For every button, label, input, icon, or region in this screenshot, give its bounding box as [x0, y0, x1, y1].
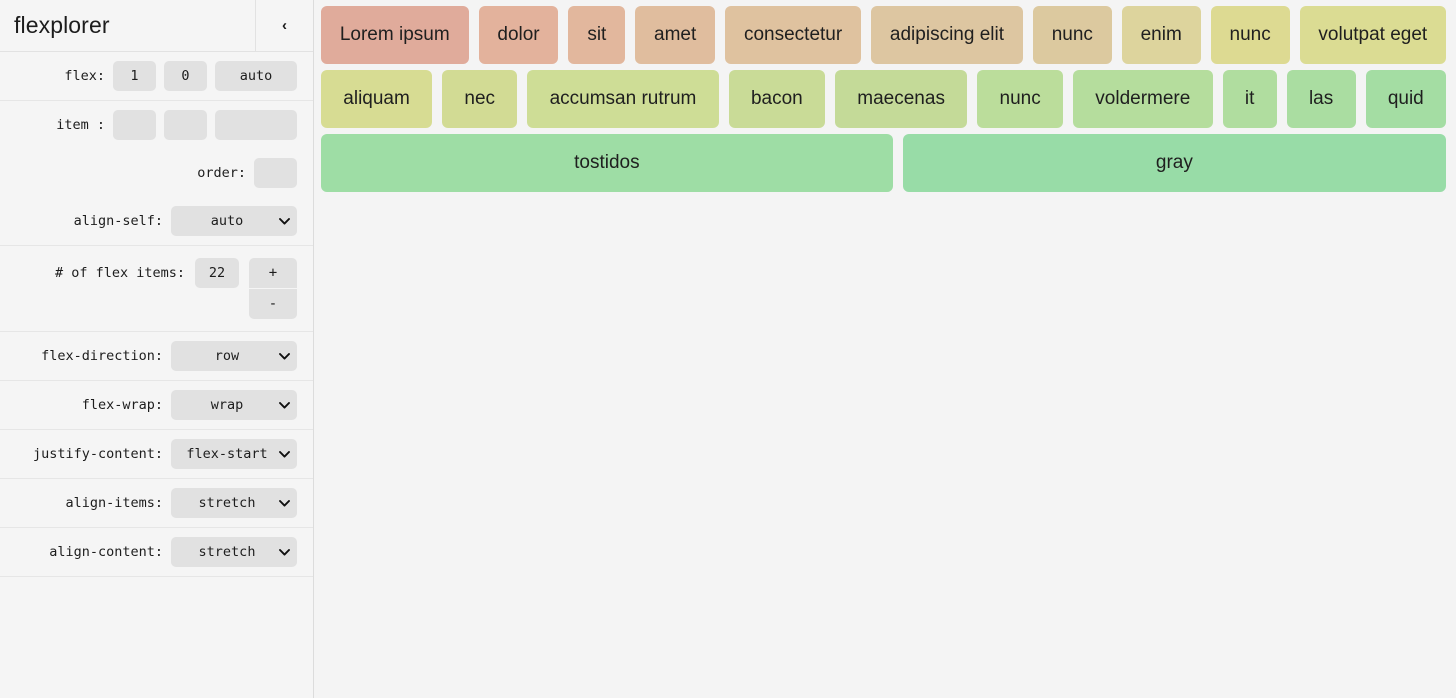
order-label: order: [197, 165, 246, 181]
sidebar-collapse-button[interactable]: ‹ [255, 0, 313, 52]
flex-item[interactable]: volutpat eget [1299, 6, 1447, 64]
flex-wrap-select-wrap: wrap [171, 390, 297, 420]
flex-direction-label: flex-direction: [41, 348, 163, 364]
flex-item[interactable]: enim [1121, 6, 1201, 64]
flex-item[interactable]: tostidos [321, 134, 893, 192]
justify-content-select-wrap: flex-start [171, 439, 297, 469]
flex-shrink-input[interactable] [164, 61, 207, 91]
flex-item[interactable]: dolor [478, 6, 559, 64]
section-flex-wrap: flex-wrap: wrap [0, 381, 313, 430]
flex-item-count-row: # of flex items: + - [0, 246, 313, 331]
increment-button[interactable]: + [249, 258, 297, 288]
justify-content-label: justify-content: [32, 446, 163, 462]
align-items-select[interactable]: stretch [171, 488, 297, 518]
align-self-select-wrap: auto [171, 206, 297, 236]
section-item-count: # of flex items: + - [0, 246, 313, 332]
flex-item[interactable]: bacon [728, 70, 825, 128]
align-self-row: align-self: auto [0, 197, 313, 245]
item-row: item : [0, 101, 313, 149]
sidebar-header: flexplorer ‹ [0, 0, 313, 52]
flex-grow-input[interactable] [113, 61, 156, 91]
flex-direction-select[interactable]: row [171, 341, 297, 371]
flex-wrap-row: flex-wrap: wrap [0, 381, 313, 429]
flex-item[interactable]: Lorem ipsum [321, 6, 469, 64]
flex-item[interactable]: adipiscing elit [871, 6, 1023, 64]
flex-direction-row: flex-direction: row [0, 332, 313, 380]
section-justify-content: justify-content: flex-start [0, 430, 313, 479]
item-field-1[interactable] [113, 110, 156, 140]
align-content-label: align-content: [49, 544, 163, 560]
flex-item-count-stepper: + - [249, 258, 297, 319]
flex-wrap-label: flex-wrap: [81, 397, 163, 413]
section-align-content: align-content: stretch [0, 528, 313, 577]
align-self-select[interactable]: auto [171, 206, 297, 236]
flex-item[interactable]: amet [635, 6, 716, 64]
flex-item[interactable]: sit [568, 6, 626, 64]
item-label: item : [56, 117, 105, 133]
align-self-label: align-self: [73, 213, 163, 229]
flex-item[interactable]: it [1222, 70, 1277, 128]
flex-item[interactable]: nunc [1210, 6, 1290, 64]
section-flex-direction: flex-direction: row [0, 332, 313, 381]
flex-item[interactable]: accumsan rutrum [527, 70, 719, 128]
justify-content-select[interactable]: flex-start [171, 439, 297, 469]
flex-direction-select-wrap: row [171, 341, 297, 371]
flex-item[interactable]: las [1286, 70, 1356, 128]
decrement-button[interactable]: - [249, 289, 297, 319]
flex-item[interactable]: gray [902, 134, 1447, 192]
flex-item-count-label: # of flex items: [54, 265, 185, 281]
flex-item[interactable]: aliquam [321, 70, 433, 128]
flex-basis-input[interactable] [215, 61, 297, 91]
align-items-label: align-items: [65, 495, 163, 511]
flex-item-count-input[interactable] [195, 258, 239, 288]
flex-item[interactable]: nec [442, 70, 518, 128]
align-content-select[interactable]: stretch [171, 537, 297, 567]
order-input[interactable] [254, 158, 297, 188]
item-field-2[interactable] [164, 110, 207, 140]
page-title: flexplorer [14, 12, 110, 38]
chevron-left-icon: ‹ [282, 17, 287, 34]
flex-item[interactable]: nunc [977, 70, 1063, 128]
flex-item[interactable]: nunc [1032, 6, 1112, 64]
sidebar: flexplorer ‹ flex: item : order: [0, 0, 314, 698]
flex-wrap-select[interactable]: wrap [171, 390, 297, 420]
section-flex: flex: [0, 52, 313, 101]
order-row: order: [0, 149, 313, 197]
section-item: item : order: align-self: auto [0, 101, 313, 246]
item-field-3[interactable] [215, 110, 297, 140]
align-content-row: align-content: stretch [0, 528, 313, 576]
section-align-items: align-items: stretch [0, 479, 313, 528]
flex-item[interactable]: maecenas [835, 70, 968, 128]
flex-item[interactable]: quid [1365, 70, 1447, 128]
justify-content-row: justify-content: flex-start [0, 430, 313, 478]
align-content-select-wrap: stretch [171, 537, 297, 567]
flex-item[interactable]: voldermere [1073, 70, 1213, 128]
flex-item[interactable]: consectetur [725, 6, 862, 64]
flex-row: flex: [0, 52, 313, 100]
align-items-row: align-items: stretch [0, 479, 313, 527]
flex-label: flex: [64, 68, 105, 84]
align-items-select-wrap: stretch [171, 488, 297, 518]
